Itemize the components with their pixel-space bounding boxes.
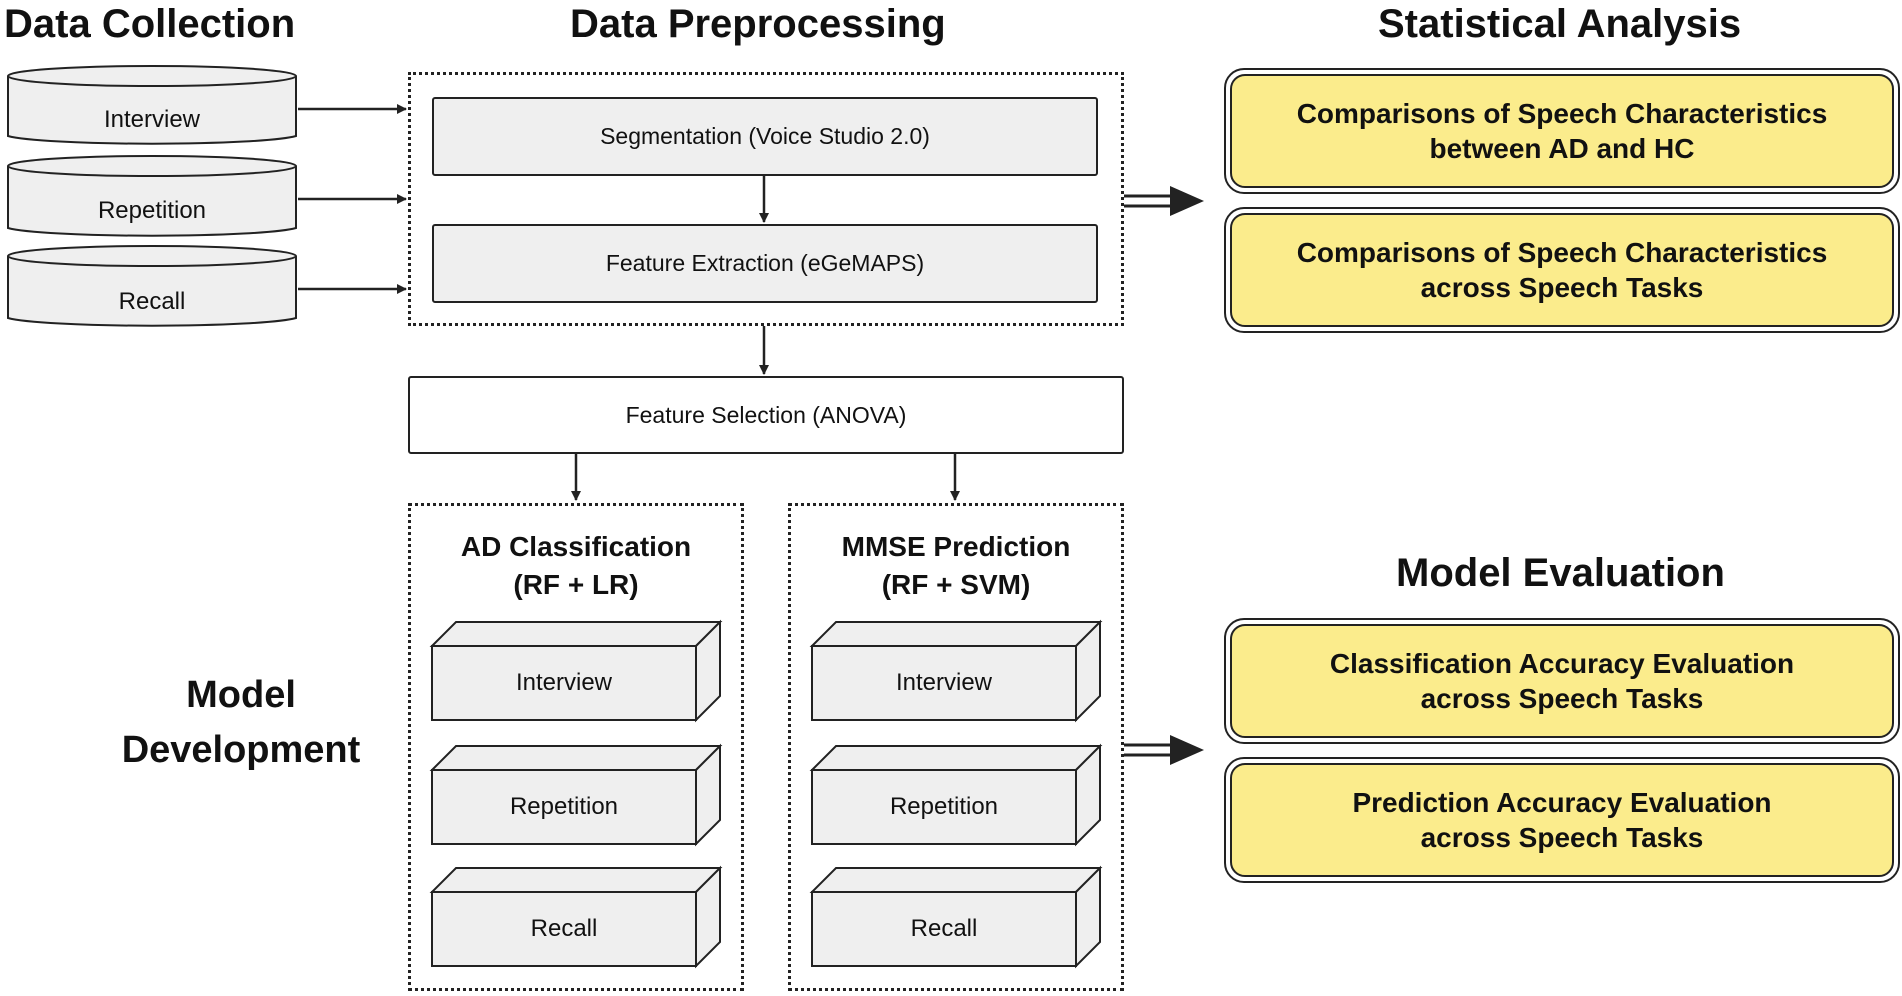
feature-selection-box: Feature Selection (ANOVA) [408, 376, 1124, 454]
model-evaluation-item-2-line2: across Speech Tasks [1420, 822, 1704, 853]
heading-model-development-line2: Development [121, 729, 361, 772]
ad-task-recall-label: Recall [530, 915, 598, 942]
ad-classification-title: AD Classification (RF + LR) [408, 528, 744, 604]
mmse-recall-box-shape [809, 865, 1103, 969]
feature-extraction-box: Feature Extraction (eGeMAPS) [432, 224, 1098, 303]
mmse-task-recall-label: Recall [910, 915, 978, 942]
mmse-prediction-container [788, 503, 1124, 991]
heading-model-development-line1: Model [186, 674, 296, 716]
ad-classification-title-line1: AD Classification [460, 531, 692, 562]
recall-cylinder-icon [7, 245, 297, 327]
repetition-cylinder-icon [7, 155, 297, 237]
ad-recall-box-shape [429, 865, 723, 969]
mmse-task-repetition-label: Repetition [889, 793, 999, 820]
ad-interview-box-shape [429, 619, 723, 723]
source-interview-label: Interview [103, 106, 201, 133]
mmse-prediction-title: MMSE Prediction (RF + SVM) [788, 528, 1124, 604]
source-repetition-label: Repetition [97, 197, 207, 224]
ad-task-interview-label: Interview [515, 669, 613, 696]
ad-task-repetition-label: Repetition [509, 793, 619, 820]
source-recall-label: Recall [118, 288, 186, 315]
model-evaluation-item-1: Classification Accuracy Evaluation acros… [1224, 618, 1900, 744]
mmse-prediction-title-line2: (RF + SVM) [881, 568, 1031, 600]
model-evaluation-item-1-line2: across Speech Tasks [1420, 683, 1704, 714]
double-arrow-to-statistical-analysis [1124, 186, 1204, 216]
model-evaluation-item-2: Prediction Accuracy Evaluation across Sp… [1224, 757, 1900, 883]
model-evaluation-item-1-line1: Classification Accuracy Evaluation [1329, 648, 1795, 679]
heading-model-evaluation: Model Evaluation [1396, 551, 1725, 595]
ad-repetition-box-shape [429, 743, 723, 847]
segmentation-box: Segmentation (Voice Studio 2.0) [432, 97, 1098, 176]
stat-analysis-item-2: Comparisons of Speech Characteristics ac… [1224, 207, 1900, 333]
ad-classification-container [408, 503, 744, 991]
heading-data-collection: Data Collection [4, 2, 296, 46]
stat-analysis-item-1-line2: between AD and HC [1429, 133, 1695, 164]
heading-model-development: Model Development [100, 668, 382, 778]
mmse-interview-box-shape [809, 619, 1103, 723]
mmse-prediction-title-line1: MMSE Prediction [841, 531, 1071, 562]
model-evaluation-item-2-line1: Prediction Accuracy Evaluation [1352, 787, 1772, 818]
stat-analysis-item-2-line2: across Speech Tasks [1420, 272, 1704, 303]
stat-analysis-item-1: Comparisons of Speech Characteristics be… [1224, 68, 1900, 194]
double-arrow-to-model-evaluation [1124, 735, 1204, 765]
heading-data-preprocessing: Data Preprocessing [570, 2, 946, 46]
interview-cylinder-icon [7, 65, 297, 145]
mmse-task-interview-label: Interview [895, 669, 993, 696]
heading-statistical-analysis: Statistical Analysis [1378, 2, 1742, 46]
stat-analysis-item-1-line1: Comparisons of Speech Characteristics [1296, 98, 1828, 129]
stat-analysis-item-2-line1: Comparisons of Speech Characteristics [1296, 237, 1828, 268]
ad-classification-title-line2: (RF + LR) [513, 568, 639, 600]
preprocessing-container [408, 72, 1124, 326]
mmse-repetition-box-shape [809, 743, 1103, 847]
